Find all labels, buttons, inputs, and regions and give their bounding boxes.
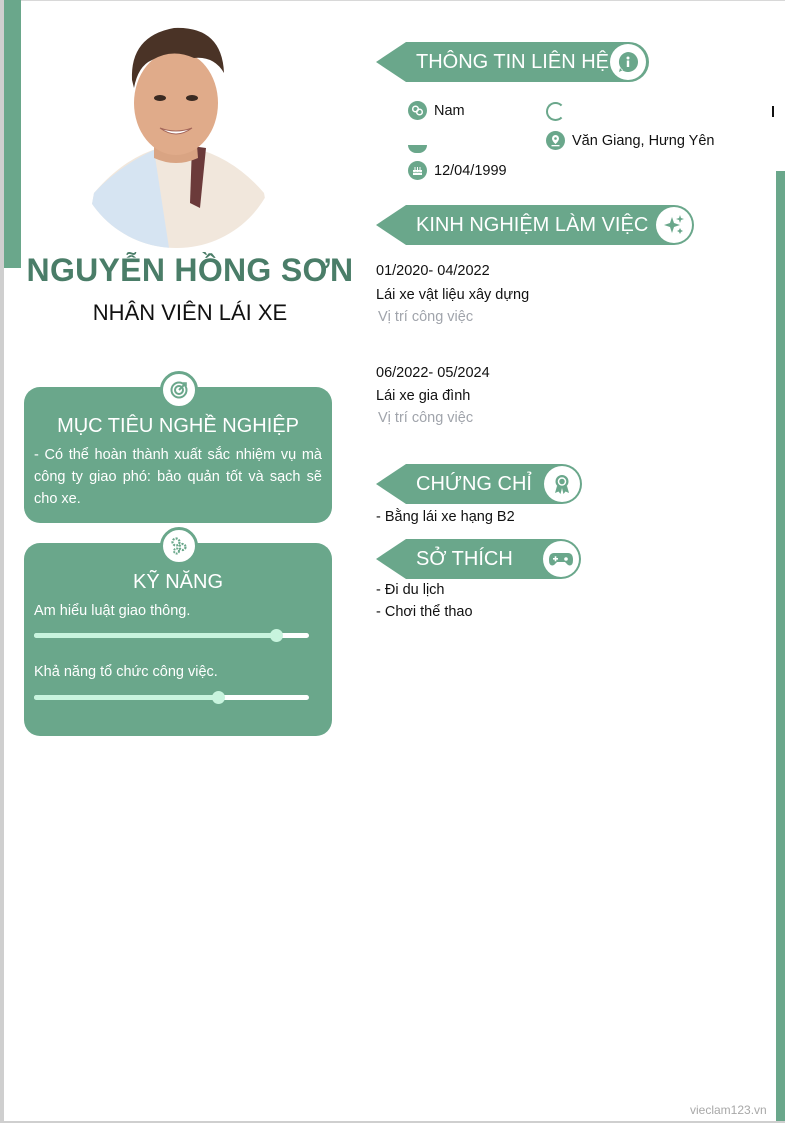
contact-email-icon-partial [408, 145, 427, 153]
certificates-section-title: CHỨNG CHỈ [416, 473, 532, 495]
hobbies-section-header: SỞ THÍCH [376, 539, 581, 579]
skill-label: Am hiểu luật giao thông. [34, 603, 191, 619]
experience-section-header: KINH NGHIỆM LÀM VIỆC [376, 205, 694, 245]
contact-birthday-value: 12/04/1999 [434, 162, 507, 179]
banner-arrow-shape [376, 205, 694, 245]
banner-arrow-shape [376, 42, 649, 82]
watermark: vieclam123.vn [690, 1103, 767, 1117]
contact-address: Văn Giang, Hưng Yên [546, 131, 714, 150]
career-goal-card: MỤC TIÊU NGHỀ NGHIỆP - Có thể hoàn thành… [24, 371, 332, 523]
accent-bar-right [776, 171, 785, 1121]
experience-period: 01/2020- 04/2022 [376, 263, 490, 279]
career-goal-text: - Có thể hoàn thành xuất sắc nhiệm vụ mà… [34, 447, 322, 507]
banner-arrow-shape [376, 464, 582, 504]
award-icon [544, 466, 580, 502]
skill-slider-fill [34, 695, 219, 700]
contact-birthday: 12/04/1999 [408, 161, 507, 180]
candidate-job-title: NHÂN VIÊN LÁI XE [92, 300, 288, 325]
experience-period: 06/2022- 05/2024 [376, 365, 490, 381]
sparkles-icon [656, 207, 692, 243]
page-border-top [0, 0, 785, 1]
certificates-section-header: CHỨNG CHỈ [376, 464, 582, 504]
candidate-name: NGUYỄN HỒNG SƠN [26, 252, 354, 288]
contact-section-header: THÔNG TIN LIÊN HỆ [376, 42, 649, 82]
gears-icon [160, 527, 198, 565]
career-goal-title: MỤC TIÊU NGHỀ NGHIỆP [57, 415, 299, 437]
location-pin-icon [546, 131, 565, 150]
accent-bar-left [4, 0, 21, 268]
gender-icon [408, 101, 427, 120]
page-border-left [0, 0, 4, 1123]
skill-slider[interactable] [34, 691, 309, 704]
experience-position: Vị trí công việc [378, 410, 474, 426]
skill-item: Khả năng tổ chức công việc. [34, 664, 309, 704]
skills-card: KỸ NĂNG Am hiểu luật giao thông. Khả năn… [24, 527, 332, 736]
skills-title: KỸ NĂNG [132, 571, 224, 593]
hobby-item: - Chơi thể thao [376, 604, 473, 620]
skill-slider-knob[interactable] [270, 629, 283, 642]
experience-section-title: KINH NGHIỆM LÀM VIỆC [416, 214, 649, 236]
contact-phone-value-partial [772, 106, 774, 117]
experience-position: Vị trí công việc [378, 309, 474, 325]
contact-gender: Nam [408, 101, 465, 120]
hobbies-section-title: SỞ THÍCH [416, 548, 513, 570]
banner-arrow-shape [376, 539, 581, 579]
contact-section-title: THÔNG TIN LIÊN HỆ [416, 51, 609, 73]
skill-slider[interactable] [34, 629, 309, 642]
skill-slider-knob[interactable] [212, 691, 226, 704]
profile-photo [74, 18, 279, 248]
skill-slider-fill [34, 633, 276, 638]
page-border-bottom [0, 1121, 785, 1123]
skill-label: Khả năng tổ chức công việc. [34, 664, 218, 680]
contact-address-value: Văn Giang, Hưng Yên [572, 132, 715, 149]
gamepad-icon [543, 541, 579, 577]
skill-item: Am hiểu luật giao thông. [34, 603, 309, 642]
experience-company: Lái xe gia đình [376, 388, 471, 404]
info-chat-icon [610, 44, 646, 80]
certificate-item: - Bằng lái xe hạng B2 [376, 509, 515, 525]
contact-gender-value: Nam [434, 102, 465, 119]
birthday-cake-icon [408, 161, 427, 180]
hobby-item: - Đi du lịch [376, 582, 445, 598]
experience-company: Lái xe vật liệu xây dựng [376, 287, 530, 303]
target-icon [160, 371, 198, 409]
contact-phone-icon-partial [546, 102, 565, 121]
